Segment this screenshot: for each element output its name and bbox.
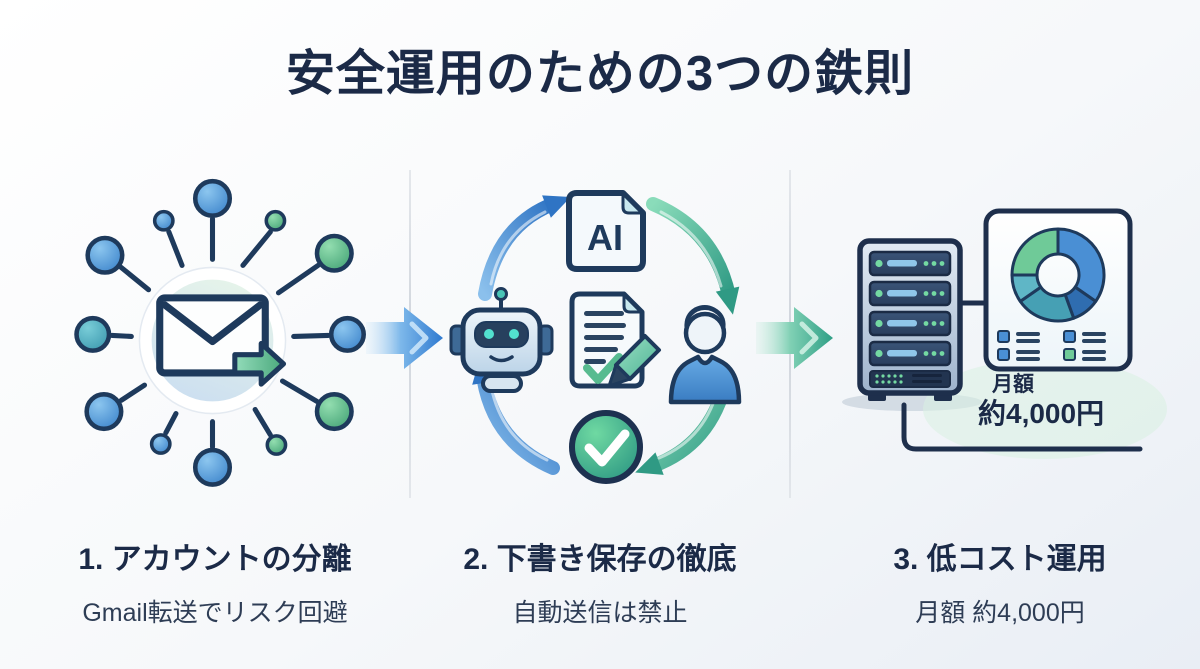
- page-title: 安全運用のための3つの鉄則: [285, 47, 915, 101]
- section-2-heading: 2. 下書き保存の徹底: [463, 543, 737, 576]
- draft-check-icon: [583, 353, 623, 384]
- section-1-heading: 1. アカウントの分離: [78, 543, 352, 576]
- cycle-arrow-up: [478, 195, 571, 301]
- network-node: [149, 433, 172, 455]
- hub-spokes: [109, 216, 331, 450]
- network-node: [265, 434, 288, 456]
- network-node: [192, 178, 233, 218]
- network-node: [192, 447, 233, 487]
- arrow-right-blue-icon: [366, 307, 443, 369]
- arrow-right-green-icon: [756, 307, 833, 369]
- network-node: [314, 233, 354, 273]
- price-callout-line2: 約4,000円: [978, 397, 1104, 429]
- email-forward-hub-icon: [74, 178, 366, 487]
- server-control-panel: [869, 370, 951, 388]
- person-icon: [668, 305, 742, 405]
- network-node: [328, 315, 366, 353]
- forward-arrow-icon: [232, 341, 287, 387]
- hub-nodes: [74, 178, 366, 487]
- legend-item: [997, 348, 1040, 361]
- network-node: [85, 235, 125, 275]
- section-3-subtitle: 月額 約4,000円: [915, 599, 1085, 627]
- legend-item: [1063, 330, 1106, 343]
- pencil-icon: [607, 334, 661, 388]
- server-rack-icon: [857, 238, 963, 401]
- dashboard-card: [983, 208, 1133, 372]
- section-2-label: 2. 下書き保存の徹底 自動送信は禁止: [420, 534, 780, 629]
- price-callout: 月額 約4,000円: [901, 372, 1143, 452]
- dashboard-legend: [997, 330, 1106, 361]
- robot-icon: [449, 287, 554, 393]
- draft-document-icon: [569, 291, 661, 389]
- section-3-heading: 3. 低コスト運用: [893, 543, 1107, 576]
- ai-doc-label: AI: [587, 217, 623, 258]
- section-2-subtitle: 自動送信は禁止: [512, 599, 688, 627]
- check-circle-icon: [569, 410, 643, 484]
- network-node: [314, 391, 354, 432]
- ai-draft-review-cycle-icon: AI: [449, 190, 742, 484]
- ai-document-icon: AI: [566, 190, 646, 272]
- legend-item: [997, 330, 1040, 343]
- network-node: [74, 315, 112, 353]
- section-3-label: 3. 低コスト運用 月額 約4,000円: [810, 534, 1190, 629]
- legend-item: [1063, 348, 1106, 361]
- donut-chart-icon: [1010, 227, 1106, 323]
- price-glow: [923, 359, 1167, 459]
- server-slots: [868, 250, 952, 367]
- network-node: [84, 391, 124, 432]
- price-callout-line1: 月額: [991, 372, 1034, 396]
- network-node: [152, 209, 175, 232]
- cycle-arrow-right: [646, 197, 740, 315]
- bracket-line: [901, 402, 1143, 452]
- section-1-label: 1. アカウントの分離 Gmail転送でリスク回避: [15, 534, 415, 629]
- server-cost-dashboard-icon: 月額 約4,000円: [842, 208, 1167, 459]
- network-node: [264, 209, 287, 232]
- section-1-subtitle: Gmail転送でリスク回避: [82, 599, 348, 627]
